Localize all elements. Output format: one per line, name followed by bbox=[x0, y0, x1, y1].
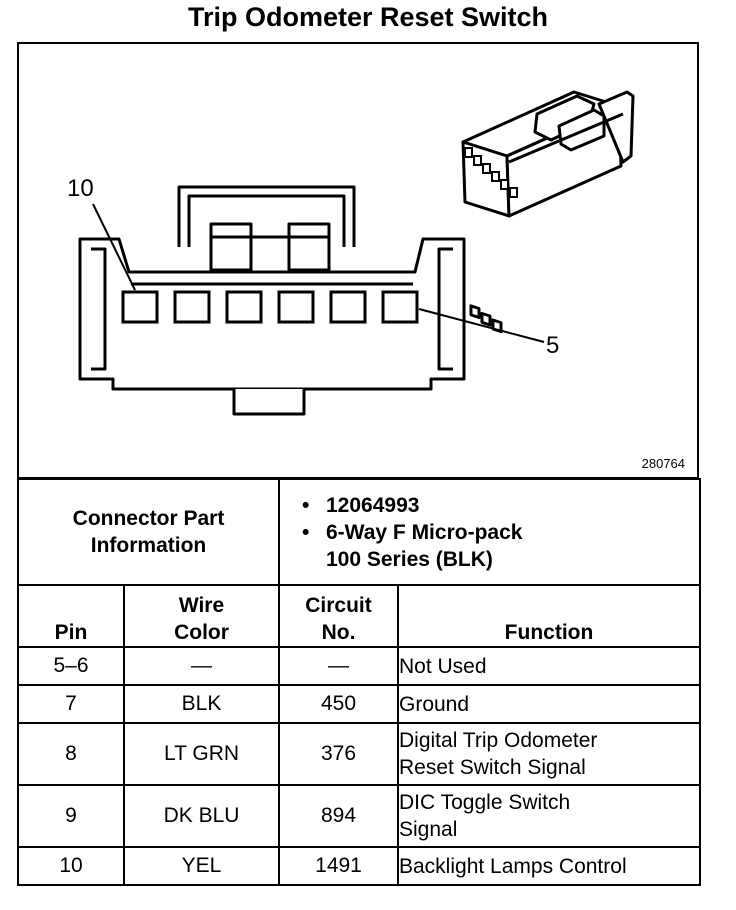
table-header-row: Pin Wire Color Circuit No. Function bbox=[17, 584, 701, 648]
table-row: 9 DK BLU 894 DIC Toggle Switch Signal bbox=[17, 784, 701, 848]
pinout-table: Connector Part Information 12064993 6-Wa… bbox=[17, 478, 701, 886]
header-pin: Pin bbox=[17, 584, 125, 648]
table-row: 10 YEL 1491 Backlight Lamps Control bbox=[17, 846, 701, 886]
pin-cavities-isometric bbox=[464, 147, 518, 198]
cell-pin: 5–6 bbox=[17, 646, 125, 686]
cell-function: Backlight Lamps Control bbox=[397, 846, 701, 886]
pin-cavity bbox=[121, 290, 159, 324]
page-title: Trip Odometer Reset Switch bbox=[187, 2, 549, 32]
cell-circuit: 376 bbox=[278, 722, 399, 786]
connector-face-view bbox=[78, 185, 466, 416]
table-row: 5–6 — — Not Used bbox=[17, 646, 701, 686]
pin-cavity bbox=[329, 290, 367, 324]
pin-cavities bbox=[121, 290, 419, 324]
cell-wire-color: — bbox=[123, 646, 280, 686]
cell-function: Ground bbox=[397, 684, 701, 724]
cell-pin: 8 bbox=[17, 722, 125, 786]
cell-wire-color: DK BLU bbox=[123, 784, 280, 848]
connector-part-number: 12064993 bbox=[302, 492, 699, 519]
cell-wire-color: YEL bbox=[123, 846, 280, 886]
cell-circuit: 450 bbox=[278, 684, 399, 724]
pin-label-first: 10 bbox=[67, 175, 94, 202]
cell-circuit: 1491 bbox=[278, 846, 399, 886]
table-row: 7 BLK 450 Ground bbox=[17, 684, 701, 724]
cell-pin: 10 bbox=[17, 846, 125, 886]
cell-wire-color: LT GRN bbox=[123, 722, 280, 786]
table-row: 8 LT GRN 376 Digital Trip Odometer Reset… bbox=[17, 722, 701, 786]
header-wire-color: Wire Color bbox=[123, 584, 280, 648]
pin-cavity bbox=[225, 290, 263, 324]
header-circuit-no: Circuit No. bbox=[278, 584, 399, 648]
connector-part-values-cell: 12064993 6-Way F Micro-pack 100 Series (… bbox=[278, 478, 701, 586]
cell-pin: 7 bbox=[17, 684, 125, 724]
cell-circuit: — bbox=[278, 646, 399, 686]
figure-number: 280764 bbox=[641, 456, 685, 471]
connector-drawing: 10 5 bbox=[67, 90, 635, 416]
leader-line-5 bbox=[418, 308, 545, 343]
pin-cavity bbox=[173, 290, 211, 324]
header-function: Function bbox=[397, 584, 701, 648]
cell-function: Not Used bbox=[397, 646, 701, 686]
cell-wire-color: BLK bbox=[123, 684, 280, 724]
pin-cavity bbox=[277, 290, 315, 324]
connector-part-label: Connector Part Information bbox=[72, 507, 225, 557]
pin-label-last: 5 bbox=[546, 332, 559, 359]
cell-function: DIC Toggle Switch Signal bbox=[397, 784, 701, 848]
cell-pin: 9 bbox=[17, 784, 125, 848]
connector-part-row: Connector Part Information 12064993 6-Wa… bbox=[17, 478, 701, 586]
connector-part-list: 12064993 6-Way F Micro-pack 100 Series (… bbox=[280, 486, 699, 579]
cell-function: Digital Trip Odometer Reset Switch Signa… bbox=[397, 722, 701, 786]
connector-figure: 10 5 280764 bbox=[17, 42, 699, 479]
pin-cavity bbox=[381, 290, 419, 324]
connector-type: 6-Way F Micro-pack 100 Series (BLK) bbox=[302, 519, 699, 573]
connector-isometric-view bbox=[461, 90, 635, 334]
cell-circuit: 894 bbox=[278, 784, 399, 848]
leader-line-10 bbox=[92, 203, 136, 291]
connector-part-label-cell: Connector Part Information bbox=[17, 478, 280, 586]
